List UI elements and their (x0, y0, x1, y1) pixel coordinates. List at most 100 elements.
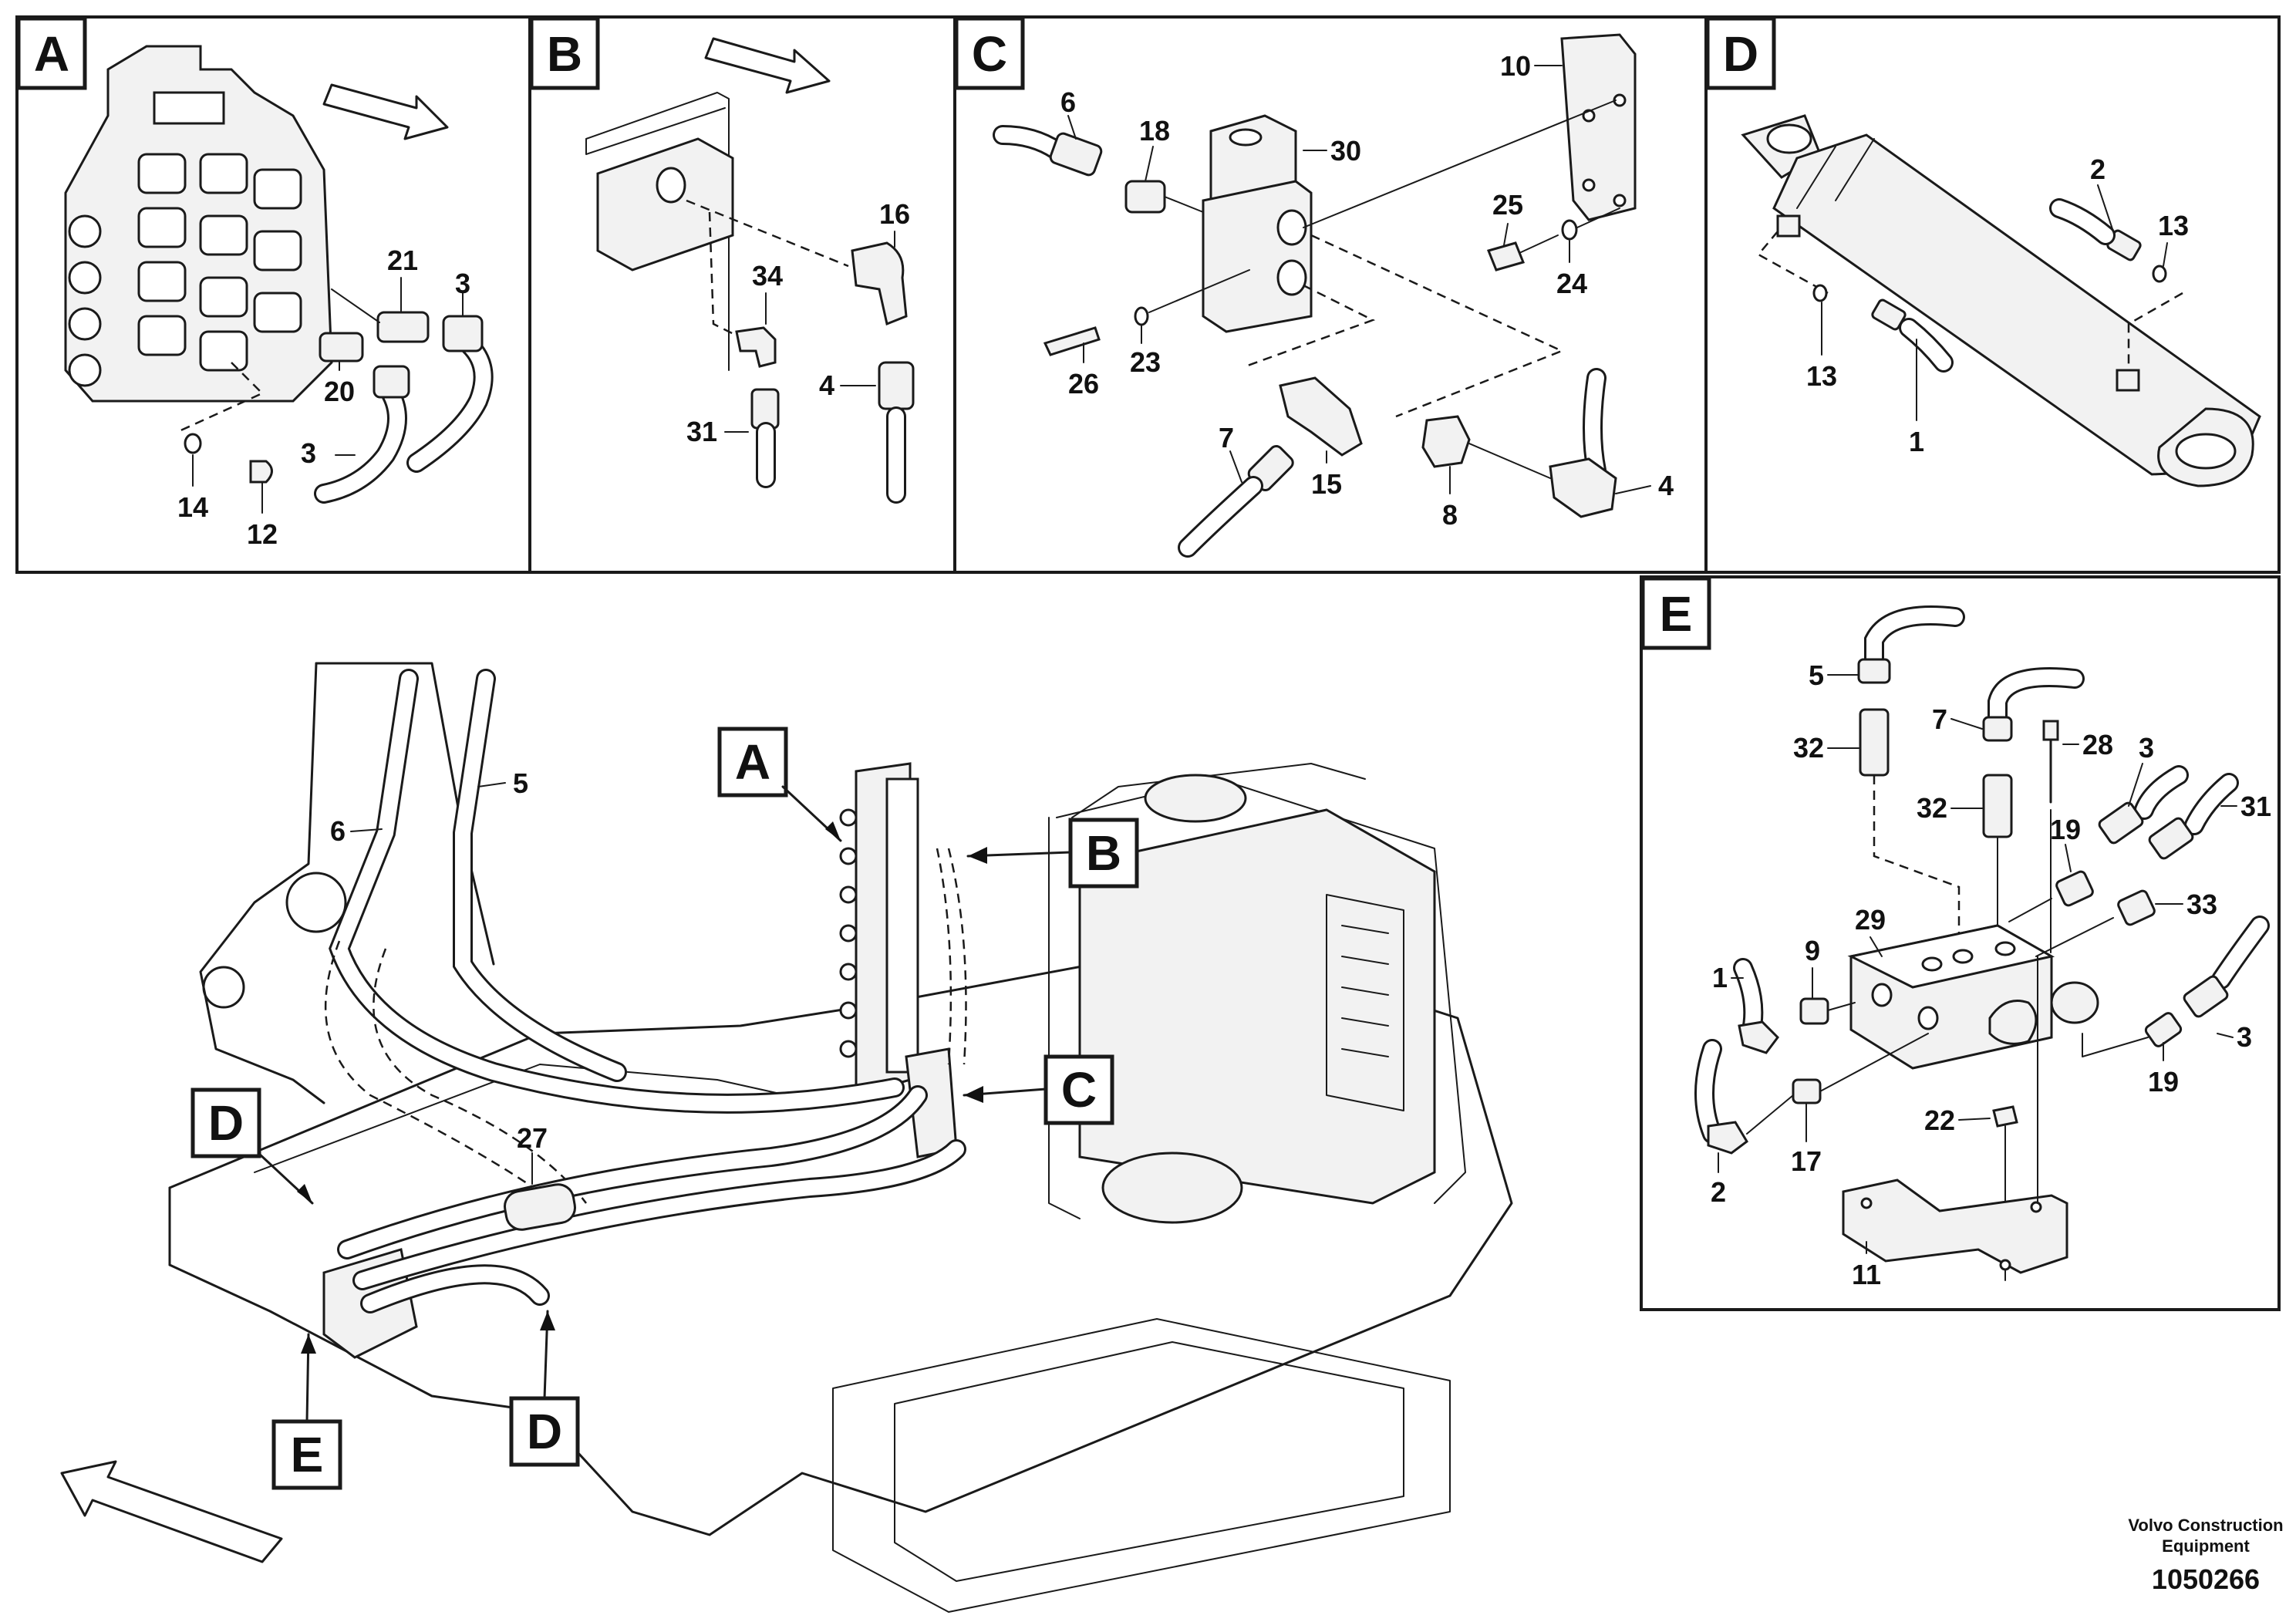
bracket-10 (1560, 33, 1637, 221)
svg-text:E: E (291, 1427, 324, 1482)
label-31: 31 (2240, 791, 2271, 822)
bolt-26 (1043, 326, 1101, 356)
label-1e: 1 (1712, 962, 1728, 993)
panel-d-frame (1704, 15, 2281, 574)
panel-c-tag (954, 16, 1025, 90)
washer-23 (1134, 306, 1149, 326)
svg-text:D: D (208, 1095, 244, 1151)
callout-d-right[interactable]: D (509, 1310, 580, 1467)
bolt-22 (1992, 1105, 2018, 1128)
hose-end-6 (1049, 132, 1103, 177)
engine-hood-panel (1078, 808, 1436, 1205)
callout-e[interactable]: E (271, 1333, 342, 1490)
label-31: 31 (686, 416, 717, 447)
hose-fitting-3a (442, 315, 484, 352)
label-29: 29 (1855, 904, 1886, 936)
panel-b-letter: B (547, 26, 582, 82)
elbow-fitting-4 (1549, 457, 1617, 518)
label-15: 15 (1311, 468, 1342, 500)
label-16: 16 (879, 198, 910, 230)
label-7: 7 (1219, 422, 1234, 454)
seal-ring-14 (184, 433, 202, 454)
adapter-32-right (1982, 774, 2013, 838)
label-32b: 32 (1917, 792, 1947, 824)
label-26: 26 (1068, 368, 1099, 400)
direction-arrow-icon (704, 37, 831, 94)
panel-e: E (1640, 576, 2271, 1290)
panel-c: C (954, 16, 1674, 558)
label-19b: 19 (2148, 1066, 2179, 1098)
direction-arrow-icon (322, 83, 449, 140)
panel-c-letter: C (972, 26, 1007, 82)
valve-block (596, 137, 734, 271)
valve-body-30 (1202, 180, 1313, 333)
main-label-27: 27 (517, 1122, 548, 1154)
control-valve-stack (64, 45, 333, 403)
hose-end-3-right (2183, 975, 2229, 1018)
label-23: 23 (1130, 346, 1161, 378)
callout-d-left[interactable]: D (190, 1088, 314, 1205)
svg-text:C: C (1061, 1062, 1097, 1118)
hose-end-5 (1857, 658, 1891, 684)
company-name-line1: Volvo Construction (2128, 1516, 2283, 1535)
callout-a[interactable]: A (717, 727, 842, 842)
label-4: 4 (819, 369, 834, 401)
port-fitting-left (1776, 214, 1801, 238)
hose-end-2e (1707, 1121, 1748, 1155)
main-label-6: 6 (330, 815, 346, 847)
bolt-25 (1486, 241, 1526, 271)
label-3: 3 (455, 268, 470, 299)
adapter-8 (1421, 415, 1471, 468)
label-13: 13 (2158, 210, 2189, 241)
svg-text:A: A (735, 734, 770, 790)
document-number: 1050266 (2152, 1563, 2260, 1595)
callout-b[interactable]: B (966, 818, 1139, 889)
callout-c[interactable]: C (963, 1054, 1114, 1125)
label-3b: 3 (301, 437, 316, 469)
label-1: 1 (1909, 426, 1924, 457)
plug-12 (249, 460, 273, 484)
label-25: 25 (1492, 189, 1523, 221)
label-21: 21 (387, 244, 418, 276)
bolt-28-head (2042, 720, 2059, 741)
panel-b: B 16 34 4 31 (529, 16, 915, 504)
label-13b: 13 (1806, 360, 1837, 392)
hose-end-1e (1738, 1020, 1779, 1054)
label-9: 9 (1805, 935, 1820, 966)
washer-24 (1561, 219, 1578, 241)
company-name-line2: Equipment (2162, 1536, 2250, 1556)
label-6: 6 (1060, 86, 1076, 118)
fitting-33 (2117, 889, 2156, 926)
main-assembly-view: A B C D D E (60, 662, 1513, 1613)
panel-frames (15, 15, 2281, 1311)
label-14: 14 (177, 491, 208, 523)
label-4c: 4 (1658, 470, 1674, 501)
panel-d-letter: D (1723, 26, 1758, 82)
label-7e: 7 (1932, 703, 1947, 735)
swing-motor (1101, 1152, 1243, 1224)
seal-13-upper (2152, 265, 2167, 283)
seal-13-lower (1812, 284, 1828, 302)
upper-frame-outline (168, 939, 1513, 1536)
fitting-4 (878, 361, 915, 410)
label-18: 18 (1139, 115, 1170, 147)
hose-fitting-3b (373, 365, 410, 399)
panel-a-letter: A (34, 26, 69, 82)
label-20: 20 (324, 376, 355, 407)
svg-text:D: D (527, 1404, 562, 1459)
fitting-19-bottom (2144, 1012, 2183, 1047)
label-8: 8 (1442, 499, 1458, 531)
panel-a: A (16, 16, 494, 550)
hose-end-3 (2098, 801, 2144, 845)
boom-arm-outline (315, 662, 495, 966)
fitting-20 (319, 332, 364, 363)
label-30: 30 (1330, 135, 1361, 167)
hydraulic-tank-cap (1144, 774, 1247, 823)
port-fitting-right (2116, 369, 2140, 392)
label-10: 10 (1500, 50, 1531, 82)
adapter-18 (1124, 180, 1166, 214)
main-direction-arrow-icon (60, 1460, 283, 1563)
label-2: 2 (2090, 153, 2106, 185)
label-3f: 3 (2237, 1021, 2252, 1053)
